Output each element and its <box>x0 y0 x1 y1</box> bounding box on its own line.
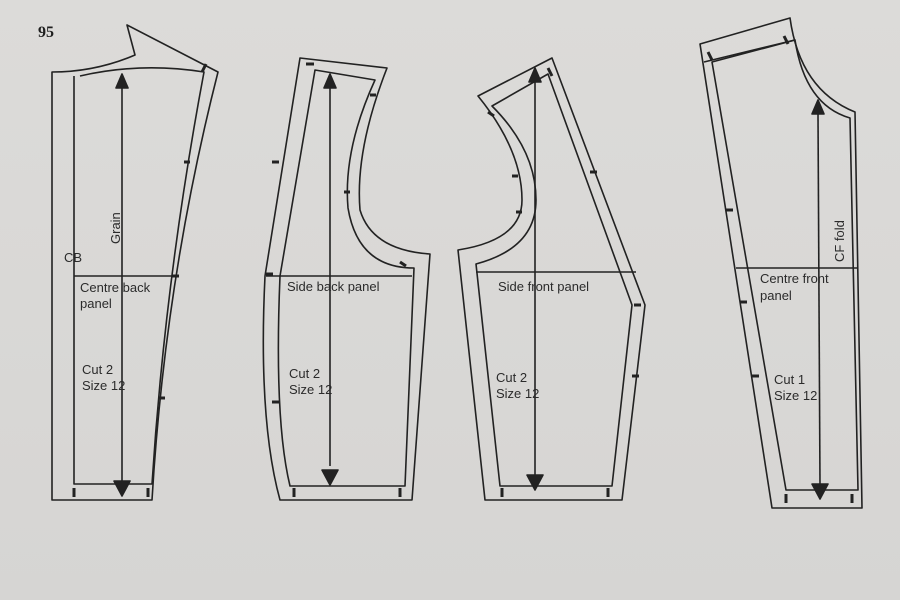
side-back-cut: Cut 2 <box>289 366 321 381</box>
cb-label: CB <box>64 250 83 265</box>
page-number: 95 <box>38 24 54 41</box>
centre-back-name-line2: panel <box>80 296 112 311</box>
side-front-outer-line <box>457 57 646 501</box>
grain-label: Grain <box>108 212 123 244</box>
centre-front-name-line2: panel <box>760 288 792 303</box>
centre-front-grain-arrow-top <box>811 99 825 115</box>
side-back-size: Size 12 <box>289 382 333 397</box>
centre-back-grain-arrow-top <box>115 73 129 89</box>
centre-front-size: Size 12 <box>774 388 818 403</box>
centre-back-outer-line <box>51 24 219 501</box>
cf-fold-label: CF fold <box>832 220 847 262</box>
centre-front-outer-line <box>699 17 863 509</box>
side-front-grain-arrow-top <box>528 67 542 83</box>
side-back-piece <box>262 57 431 501</box>
notch-mark <box>487 110 495 118</box>
side-back-seam-line <box>277 69 415 487</box>
notch-mark <box>399 260 407 268</box>
centre-front-fold-line <box>817 113 821 487</box>
centre-back-piece <box>51 24 219 501</box>
side-front-piece <box>457 57 646 501</box>
side-back-grain-arrow-top <box>323 73 337 89</box>
side-front-grain-arrow-bottom <box>526 474 544 491</box>
centre-front-cut: Cut 1 <box>774 372 806 387</box>
side-back-grain-arrow-bottom <box>321 469 339 486</box>
centre-front-top-inner-line <box>703 39 796 63</box>
notch-mark <box>782 35 790 45</box>
centre-front-grain-arrow-bottom <box>811 483 829 500</box>
centre-back-name-line1: Centre back <box>80 280 151 295</box>
side-back-name: Side back panel <box>287 279 380 294</box>
centre-back-grain-arrow-bottom <box>113 480 131 497</box>
centre-back-cut: Cut 2 <box>82 362 114 377</box>
centre-back-size: Size 12 <box>82 378 126 393</box>
notch-mark <box>546 67 554 77</box>
side-back-outer-line <box>262 57 431 501</box>
centre-front-seam-line <box>711 39 859 491</box>
side-front-size: Size 12 <box>496 386 540 401</box>
side-front-name: Side front panel <box>498 279 590 294</box>
notch-mark <box>200 63 208 73</box>
notch-mark <box>706 51 714 61</box>
side-front-cut: Cut 2 <box>496 370 528 385</box>
centre-front-name-line1: Centre front <box>760 271 829 286</box>
centre-front-piece <box>699 17 863 509</box>
